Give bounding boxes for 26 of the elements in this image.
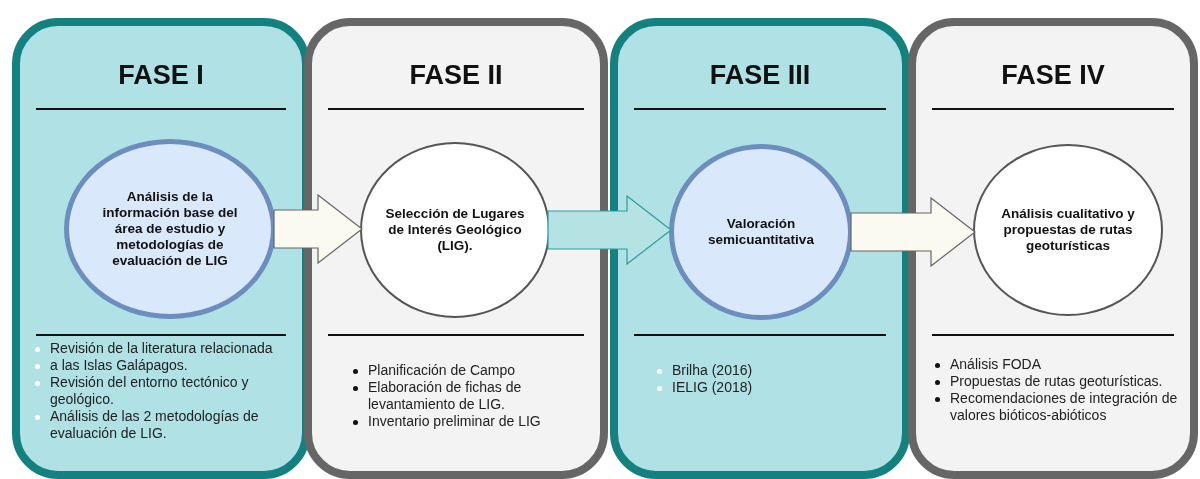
bullet-item: Análisis FODA bbox=[950, 356, 1042, 372]
phase-heading: FASE II bbox=[408, 60, 504, 91]
phase-heading: FASE I bbox=[117, 60, 205, 91]
block-arrow bbox=[547, 194, 672, 266]
bullet-item: Inventario preliminar de LIG bbox=[368, 413, 541, 429]
step-text: Selección de Lugares de Interés Geológico (LIG). bbox=[385, 206, 525, 254]
block-arrow bbox=[273, 193, 363, 265]
phase-heading: FASE III bbox=[708, 60, 812, 91]
block-arrow bbox=[850, 196, 976, 268]
bullet-item: Planificación de Campo bbox=[368, 362, 516, 378]
phase-panel bbox=[908, 18, 1198, 479]
bullet-item: IELIG (2018) bbox=[672, 379, 753, 395]
bullet-item: Brilha (2016) bbox=[672, 362, 753, 378]
phase-panel bbox=[610, 18, 910, 479]
bullet-item: Elaboración de fichas de levantamiento de LIG. bbox=[368, 379, 522, 412]
bullet-item: a las Islas Galápagos. bbox=[50, 357, 188, 373]
bullet-item: Propuestas de rutas geoturísticas. bbox=[950, 373, 1163, 389]
step-text: Análisis de la información base del área de estudio y metodologías de evaluación de LIG bbox=[101, 189, 239, 269]
bullet-item: Revisión de la literatura relacionada bbox=[50, 340, 273, 356]
bullet-item: Análisis de las 2 metodologías de evaluación de LIG. bbox=[50, 408, 259, 441]
phase-panel bbox=[304, 18, 608, 479]
bullet-item: Recomendaciones de integración de valores bióticos-abióticos bbox=[950, 390, 1178, 423]
bullet-item: Revisión del entorno tectónico y geológico. bbox=[50, 374, 249, 407]
step-text: Valoración semicuantitativa bbox=[707, 216, 815, 248]
step-text: Análisis cualitativo y propuestas de rutas geoturísticas bbox=[1000, 206, 1136, 254]
phase-heading: FASE IV bbox=[1000, 60, 1106, 91]
